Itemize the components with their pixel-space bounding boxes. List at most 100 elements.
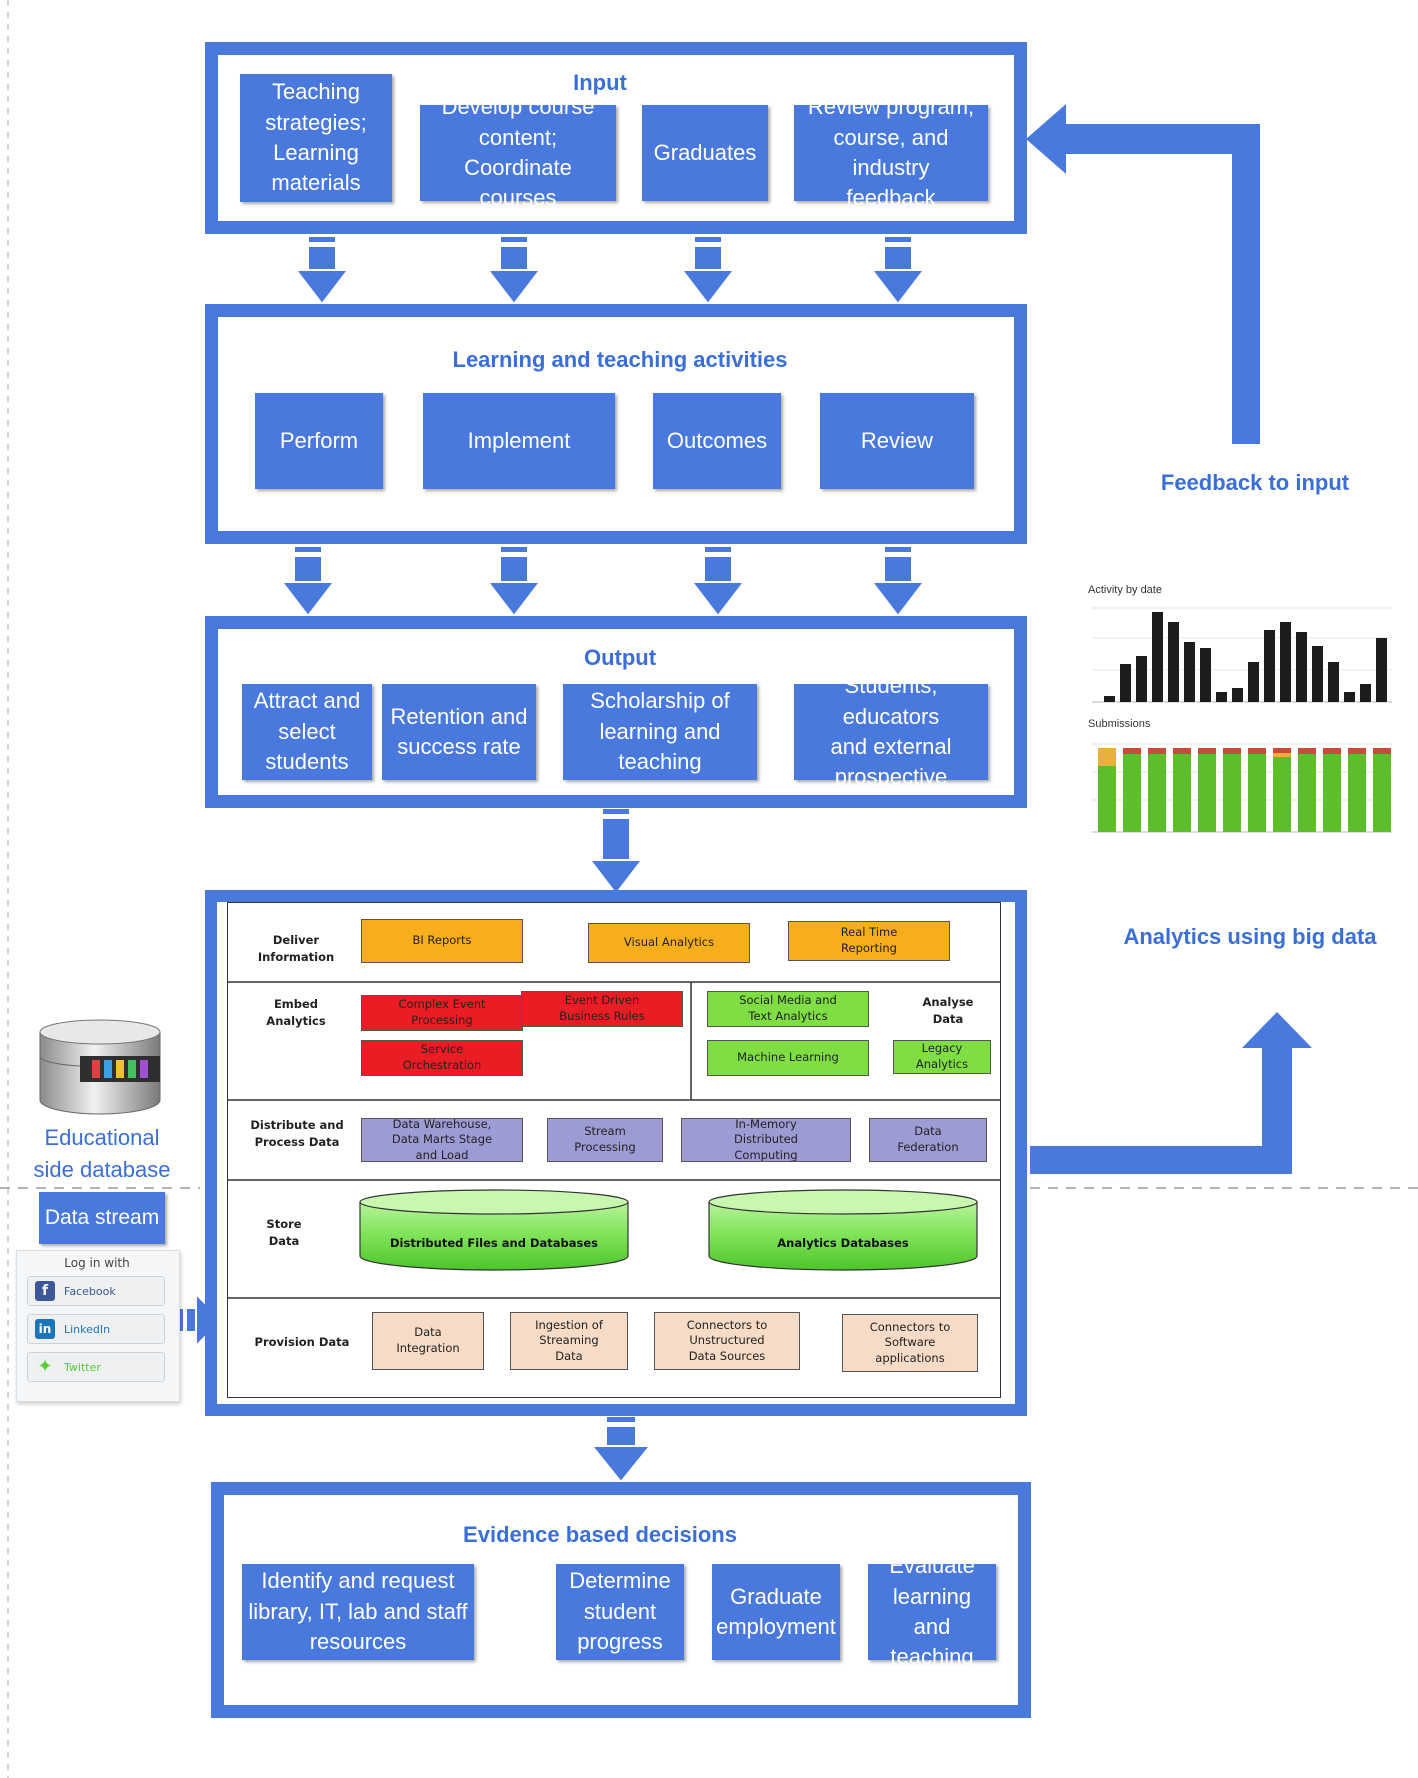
educational-database-label: Educational side database: [33, 1125, 171, 1182]
submission-bar-segment: [1248, 748, 1266, 754]
activity-bar: [1360, 684, 1371, 702]
activity-bar: [1312, 646, 1323, 702]
submission-bar-segment: [1298, 754, 1316, 832]
submission-bar-segment: [1173, 754, 1191, 832]
activity-bar: [1184, 642, 1195, 702]
submission-bar-segment: [1148, 754, 1166, 832]
analyse-machine-learning: Machine Learning: [707, 1040, 869, 1076]
embed-event-driven: Event Driven Business Rules: [521, 991, 683, 1027]
output-title: Output: [583, 645, 657, 670]
activity-bar: [1232, 688, 1243, 702]
architecture-grid: [227, 981, 1001, 1299]
provision-ingestion-streaming: Ingestion of Streaming Data: [510, 1312, 628, 1370]
analyse-legacy-analytics: Legacy Analytics: [893, 1040, 991, 1074]
row-label-embed: Embed Analytics: [266, 997, 326, 1028]
down-arrow-9: [587, 807, 645, 896]
submission-bar-segment: [1273, 748, 1291, 753]
input-item-teaching-strategies: Teaching strategies; Learning materials: [240, 74, 392, 202]
down-arrow-2: [485, 235, 543, 306]
submission-bar-segment: [1373, 754, 1391, 832]
activity-implement: Implement: [423, 393, 615, 489]
submission-bar-segment: [1273, 757, 1291, 832]
store-analytics-cylinder: [708, 1189, 978, 1271]
facebook-login-button[interactable]: f Facebook: [27, 1276, 165, 1306]
row-label-deliver: Deliver Information: [257, 933, 335, 964]
activity-chart-title: Activity by date: [1088, 584, 1162, 596]
activity-bar: [1216, 692, 1227, 702]
down-arrow-1: [293, 235, 351, 306]
activity-bar: [1136, 656, 1147, 702]
submission-bar-segment: [1298, 748, 1316, 754]
down-arrow-3: [679, 235, 737, 306]
submission-bar-segment: [1173, 748, 1191, 754]
submission-bar-segment: [1223, 748, 1241, 754]
login-title: Log in with: [64, 1256, 130, 1270]
twitter-label: Twitter: [64, 1361, 101, 1374]
submission-bar-segment: [1323, 748, 1341, 754]
embed-service-orchestration: Service Orchestration: [361, 1040, 523, 1076]
down-arrow-5: [279, 545, 337, 618]
activity-bar: [1200, 648, 1211, 702]
submission-bar-segment: [1223, 754, 1241, 832]
submission-bar-segment: [1323, 754, 1341, 832]
input-item-develop-course: Develop course content; Coordinate cours…: [420, 94, 616, 210]
provision-connectors-software: Connectors to Software applications: [842, 1314, 978, 1372]
embed-complex-event: Complex Event Processing: [361, 995, 523, 1031]
twitter-icon: ✦: [37, 1356, 53, 1377]
input-item-graduates: Graduates: [642, 105, 768, 201]
submission-bar-segment: [1148, 748, 1166, 754]
analyse-social-media: Social Media and Text Analytics: [707, 991, 869, 1027]
facebook-label: Facebook: [64, 1285, 116, 1298]
distribute-data-federation: Data Federation: [869, 1118, 987, 1162]
down-arrow-8: [869, 545, 927, 618]
down-arrow-7: [689, 545, 747, 618]
submission-bar-segment: [1098, 766, 1116, 832]
down-arrow-4: [869, 235, 927, 306]
row-label-store: Store Data: [266, 1217, 302, 1248]
submissions-stacked-chart: [1092, 743, 1392, 833]
submission-bar-segment: [1123, 754, 1141, 832]
activity-bar: [1264, 630, 1275, 702]
input-item-review-program: Review program, course, and industry fee…: [794, 94, 988, 210]
store-analytics-label: Analytics Databases: [777, 1236, 909, 1250]
input-title: Input: [573, 70, 627, 95]
activity-bar-chart: [1092, 607, 1392, 703]
distribute-stream-processing: Stream Processing: [547, 1118, 663, 1162]
submission-bar-segment: [1248, 754, 1266, 832]
output-attract-students: Attract and select students: [242, 684, 372, 780]
submission-bar-segment: [1123, 748, 1141, 754]
analyse-data-label: Analyse Data: [922, 995, 974, 1026]
activities-title: Learning and teaching activities: [452, 347, 788, 372]
activity-outcomes: Outcomes: [653, 393, 781, 489]
linkedin-login-button[interactable]: in LinkedIn: [27, 1314, 165, 1344]
submission-bar-segment: [1348, 754, 1366, 832]
activity-bar: [1104, 696, 1115, 702]
analytics-arrow: [1030, 1012, 1312, 1174]
activity-bar: [1376, 638, 1387, 702]
decision-evaluate-teaching: Evaluate learning and teaching: [868, 1553, 996, 1669]
distribute-in-memory: In-Memory Distributed Computing: [681, 1118, 851, 1162]
decision-identify-resources: Identify and request library, IT, lab an…: [242, 1564, 474, 1660]
down-arrow-6: [485, 545, 543, 618]
submission-bar-segment: [1198, 748, 1216, 754]
provision-data-integration: Data Integration: [372, 1312, 484, 1370]
activity-bar: [1248, 662, 1259, 702]
database-icon: [39, 1019, 161, 1115]
output-scholarship: Scholarship of learning and teaching: [563, 684, 757, 780]
linkedin-icon: in: [35, 1319, 55, 1339]
submissions-chart-title: Submissions: [1088, 718, 1151, 730]
activity-bar: [1152, 612, 1163, 702]
feedback-label: Feedback to input: [1160, 470, 1350, 495]
twitter-login-button[interactable]: ✦ Twitter: [27, 1352, 165, 1382]
activity-bar: [1344, 692, 1355, 702]
store-distributed-label: Distributed Files and Databases: [389, 1236, 598, 1250]
submission-bar-segment: [1273, 753, 1291, 757]
activity-bar: [1120, 664, 1131, 702]
deliver-bi-reports: BI Reports: [361, 919, 523, 963]
activity-bar: [1328, 662, 1339, 702]
row-label-distribute: Distribute and Process Data: [250, 1118, 344, 1149]
facebook-icon: f: [35, 1281, 55, 1301]
distribute-data-warehouse: Data Warehouse, Data Marts Stage and Loa…: [361, 1118, 523, 1162]
activity-review: Review: [820, 393, 974, 489]
